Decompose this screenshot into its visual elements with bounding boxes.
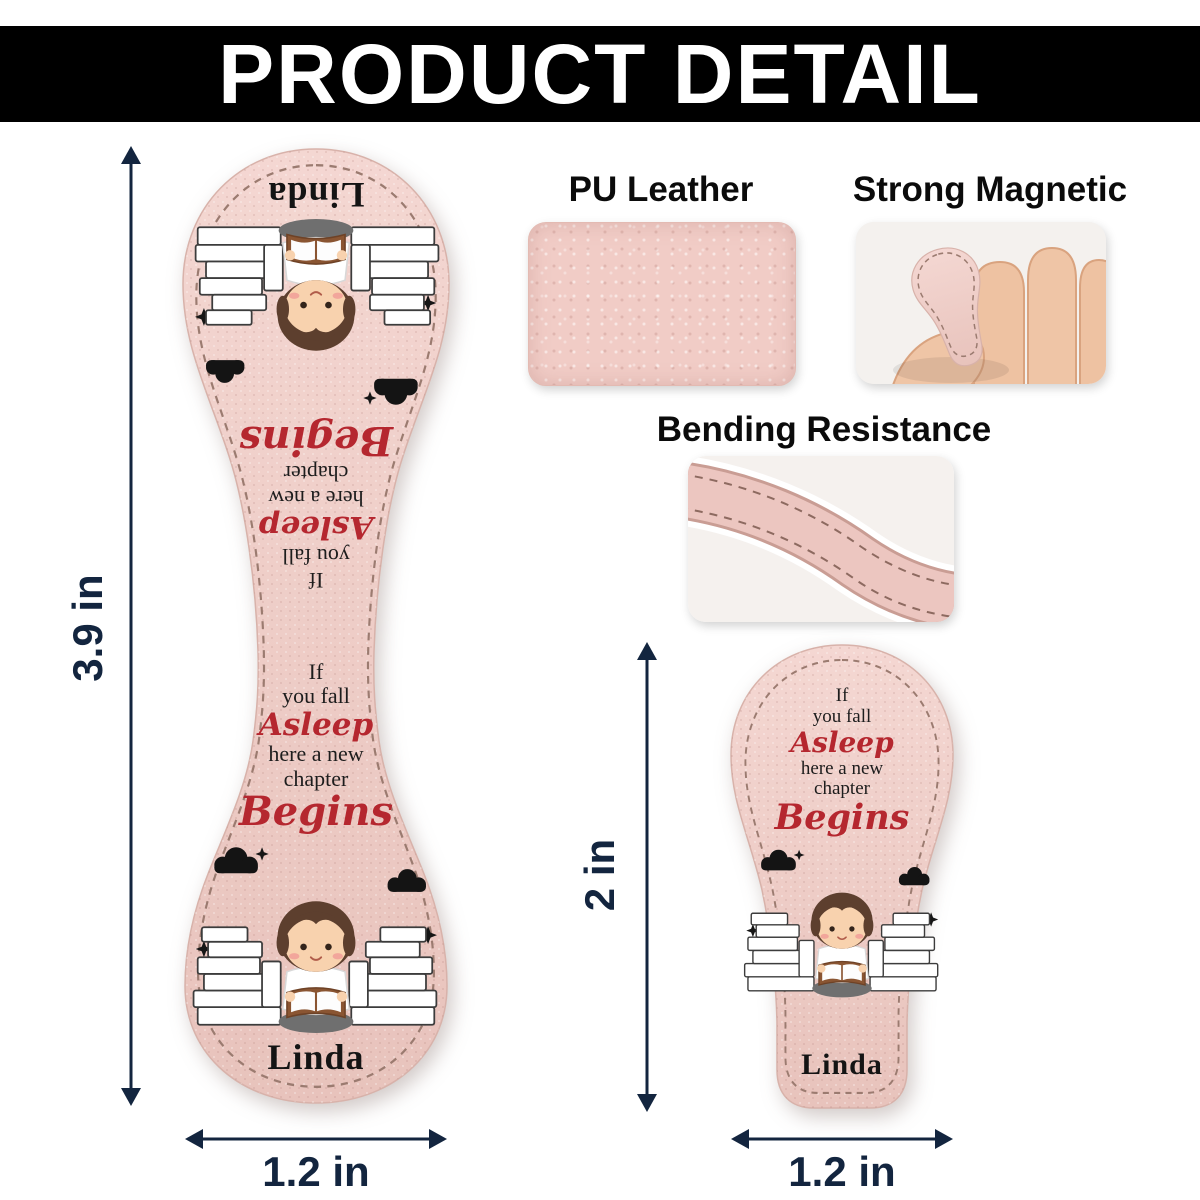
quote-line-1: If: [835, 685, 849, 706]
feature-label-bending-resistance: Bending Resistance: [656, 410, 992, 449]
feature-label-strong-magnetic: Strong Magnetic: [852, 170, 1128, 209]
dimension-label-folded-height: 2 in: [576, 838, 623, 912]
header-banner: PRODUCT DETAIL: [0, 26, 1200, 122]
quote-line-2: you fall: [812, 705, 872, 727]
bent-bookmark-illustration: [688, 456, 954, 622]
dimension-label-unfolded-height: 3.9 in: [64, 574, 111, 682]
quote-script-asleep: Asleep: [790, 725, 894, 759]
bookmark-face-folded: If you fall Asleep here a new chapter Be…: [726, 642, 958, 1112]
dimension-arrow-unfolded-width: [185, 1126, 447, 1152]
stitching: [744, 658, 940, 1094]
dimension-arrow-folded-width: [731, 1126, 953, 1152]
bookmark-folded: If you fall Asleep here a new chapter Be…: [726, 642, 958, 1112]
quote-line-2: you fall: [282, 683, 350, 709]
dimension-label-folded-width: 1.2 in: [788, 1148, 896, 1195]
quote-line-1: If: [308, 659, 324, 684]
dimension-arrow-folded-height: [634, 642, 660, 1112]
bending-resistance-photo: [688, 456, 954, 622]
reading-girl-illustration: [743, 849, 939, 999]
quote-script-begins: Begins: [774, 797, 910, 839]
quote-line-4: chapter: [814, 778, 870, 800]
bookmark-quote: If you fall Asleep here a new chapter Be…: [238, 417, 394, 593]
reading-girl-illustration: [192, 846, 438, 1034]
personalized-name: Linda: [801, 1048, 883, 1081]
quote-script-begins: Begins: [238, 787, 394, 835]
quote-line-1: If: [308, 568, 324, 593]
bookmark-quote: If you fall Asleep here a new chapter Be…: [238, 659, 394, 835]
reading-girl-illustration: [194, 218, 440, 406]
quote-line-3: here a new: [268, 485, 364, 511]
bookmark-face-top-rotated: If you fall Asleep here a new chapter Be…: [176, 154, 456, 622]
quote-line-4: chapter: [283, 765, 349, 791]
hand-holding-bookmark-illustration: [856, 222, 1106, 384]
bookmark-quote: If you fall Asleep here a new chapter Be…: [774, 685, 910, 839]
dimension-label-unfolded-width: 1.2 in: [262, 1148, 370, 1195]
quote-line-3: here a new: [800, 757, 884, 779]
feature-label-pu-leather: PU Leather: [568, 170, 754, 209]
stitching: [195, 164, 437, 1088]
bookmark-folded-shape: [730, 644, 954, 1109]
bookmark-unfolded: If you fall Asleep here a new chapter Be…: [176, 146, 456, 1106]
quote-line-3: here a new: [268, 741, 364, 767]
quote-line-4: chapter: [283, 461, 349, 487]
personalized-name: Linda: [267, 1037, 365, 1077]
bookmark-face-bottom: If you fall Asleep here a new chapter Be…: [176, 630, 456, 1098]
quote-script-begins: Begins: [238, 417, 394, 465]
page-title: PRODUCT DETAIL: [218, 26, 982, 121]
strong-magnetic-photo: [856, 222, 1106, 384]
dimension-arrow-unfolded-height: [118, 146, 144, 1106]
quote-line-2: you fall: [282, 543, 350, 569]
quote-script-asleep: Asleep: [258, 508, 374, 545]
personalized-name: Linda: [267, 175, 365, 215]
quote-script-asleep: Asleep: [258, 707, 374, 744]
pu-leather-swatch: [528, 222, 796, 386]
